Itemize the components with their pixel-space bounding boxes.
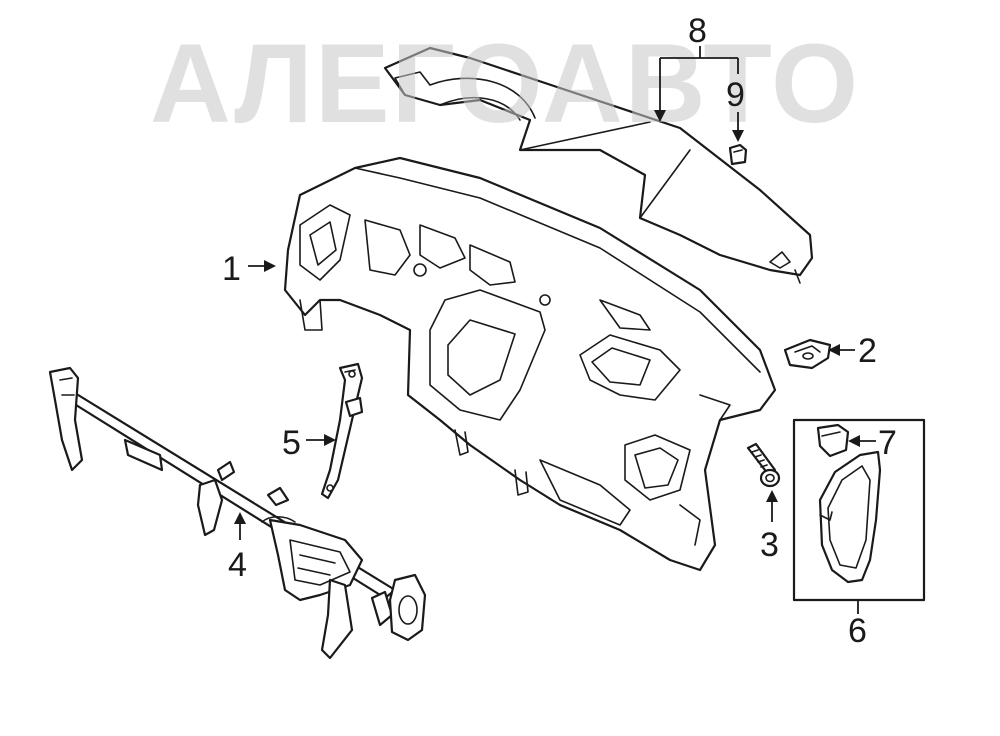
small-clip-part xyxy=(728,143,748,166)
callout-8: 8 xyxy=(688,12,707,50)
leader-lines xyxy=(234,46,876,614)
brace-part xyxy=(320,362,364,500)
callout-5: 5 xyxy=(282,424,301,462)
callout-9: 9 xyxy=(726,76,745,114)
crossbar-part xyxy=(48,366,427,660)
endcover-box-part xyxy=(792,418,926,602)
callout-4: 4 xyxy=(228,546,247,584)
callout-6: 6 xyxy=(848,612,867,650)
callout-7: 7 xyxy=(878,424,897,462)
top-cover-part xyxy=(383,46,814,284)
callout-labels: 1 2 3 4 5 6 7 8 9 xyxy=(222,12,897,650)
callout-1: 1 xyxy=(222,250,241,288)
callout-3: 3 xyxy=(760,526,779,564)
screw-part xyxy=(746,442,781,488)
instrument-panel-part xyxy=(283,156,777,572)
callout-2: 2 xyxy=(858,332,877,370)
watermark-logo: АЛЕГОАВТО xyxy=(150,21,860,146)
bracket-part xyxy=(783,338,832,370)
